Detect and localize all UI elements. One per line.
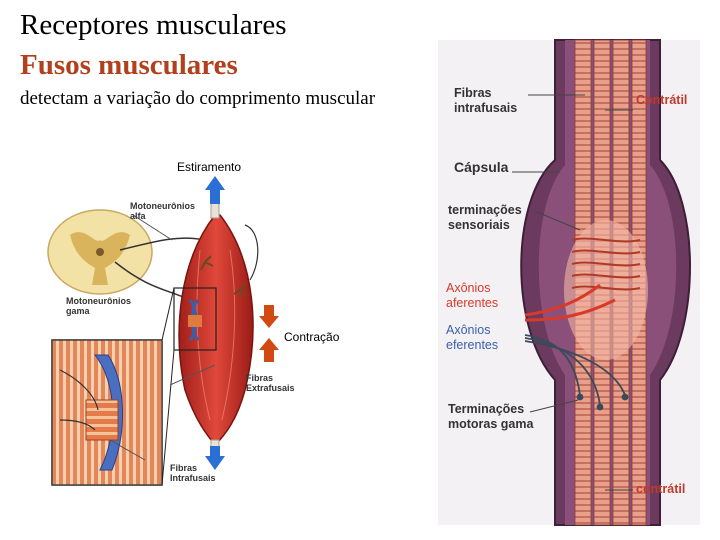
intrafusal-line2: intrafusais bbox=[454, 101, 518, 115]
stretch-label: Estiramento bbox=[177, 160, 242, 174]
afferent-line1: Axônios bbox=[446, 281, 491, 295]
gamma-line2: gama bbox=[66, 306, 90, 316]
fiber-inset bbox=[51, 339, 163, 486]
contractile-top-label: Contrátil bbox=[636, 93, 688, 107]
extra-line2: Extrafusais bbox=[246, 383, 295, 393]
gamma-endings-line1: Terminações bbox=[448, 402, 525, 416]
intrafusal-fibers-label-left: Fibras Intrafusais bbox=[170, 463, 216, 483]
slide-description: detectam a variação do comprimento muscu… bbox=[20, 88, 376, 109]
alpha-line1: Motoneurônios bbox=[130, 201, 195, 211]
intra-line2: Intrafusais bbox=[170, 473, 216, 483]
intra-line1: Fibras bbox=[170, 463, 198, 473]
efferent-line1: Axônios bbox=[446, 323, 491, 337]
slide-title: Receptores musculares bbox=[20, 9, 287, 41]
efferent-axons-label: Axônios eferentes bbox=[446, 323, 498, 353]
sensory-endings-label: terminações sensoriais bbox=[448, 203, 522, 233]
intrafusal-fibers bbox=[564, 39, 648, 526]
contraction-arrow-up bbox=[259, 338, 279, 362]
intrafusal-line1: Fibras bbox=[454, 86, 492, 100]
afferent-axons-label: Axônios aferentes bbox=[446, 281, 498, 311]
contraction-label: Contração bbox=[284, 330, 340, 344]
contraction-arrow-down bbox=[259, 305, 279, 328]
afferent-axon bbox=[524, 283, 601, 317]
efferent-axons bbox=[524, 334, 629, 411]
capsule-label: Cápsula bbox=[454, 159, 509, 175]
gamma-motor-endings-label: Terminações motoras gama bbox=[448, 402, 533, 432]
stretch-arrow-up bbox=[205, 176, 225, 204]
afferent-line2: aferentes bbox=[446, 296, 499, 310]
extrafusal-fibers-label: Fibras Extrafusais bbox=[246, 373, 295, 393]
alpha-line2: alfa bbox=[130, 211, 146, 221]
slide-subtitle: Fusos musculares bbox=[20, 49, 238, 81]
gamma-endings-line2: motoras gama bbox=[448, 417, 534, 431]
spinal-cord-section bbox=[47, 209, 153, 295]
sensory-line2: sensoriais bbox=[448, 218, 510, 232]
alpha-motoneuron-label: Motoneurônios alfa bbox=[130, 201, 195, 221]
gamma-motoneuron-label: Motoneurônios gama bbox=[66, 296, 131, 316]
sensory-line1: terminações bbox=[448, 203, 522, 217]
spindle-zoom-box bbox=[173, 287, 217, 351]
stretch-arrow-down bbox=[205, 446, 225, 470]
sensory-endings bbox=[571, 237, 641, 291]
gamma-line1: Motoneurônios bbox=[66, 296, 131, 306]
contractile-bottom-label: contrátil bbox=[636, 482, 686, 496]
intrafusal-fibers-label: Fibras intrafusais bbox=[454, 86, 517, 116]
efferent-line2: eferentes bbox=[446, 338, 499, 352]
extra-line1: Fibras bbox=[246, 373, 274, 383]
